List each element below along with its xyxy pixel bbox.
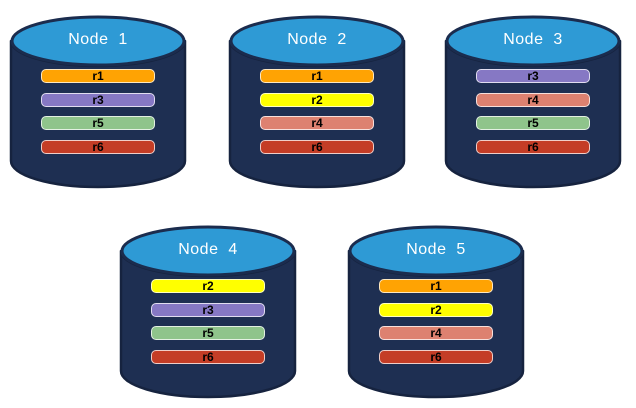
node-1: Node 1 r1 r3 r5 r6 <box>9 11 187 189</box>
partition-bar-r6: r6 <box>379 349 493 364</box>
partition-bar-r5: r5 <box>151 326 265 340</box>
node-2: Node 2 r1 r2 r4 r6 <box>228 11 406 189</box>
node-title: Node 2 <box>287 31 347 48</box>
partition-bar-r5: r5 <box>41 116 155 130</box>
partition-bar-r3: r3 <box>151 302 265 317</box>
node-5: Node 5 r1 r2 r4 r6 <box>347 221 525 399</box>
partition-bar-r1: r1 <box>260 69 374 83</box>
partition-bar-r6: r6 <box>41 139 155 154</box>
partition-bar-r4: r4 <box>260 116 374 130</box>
partition-bar-r1: r1 <box>379 279 493 293</box>
partition-bar-r4: r4 <box>379 326 493 340</box>
partition-bar-r6: r6 <box>151 349 265 364</box>
node-title: Node 4 <box>178 241 238 258</box>
partition-bar-r4: r4 <box>476 92 590 107</box>
partition-bar-r6: r6 <box>260 139 374 154</box>
partition-bar-r3: r3 <box>476 69 590 83</box>
node-3: Node 3 r3 r4 r5 r6 <box>444 11 622 189</box>
partition-list: r1 r2 r4 r6 <box>260 69 374 154</box>
partition-bar-r2: r2 <box>151 279 265 293</box>
partition-bar-r5: r5 <box>476 116 590 130</box>
node-title: Node 3 <box>503 31 563 48</box>
node-4: Node 4 r2 r3 r5 r6 <box>119 221 297 399</box>
partition-list: r3 r4 r5 r6 <box>476 69 590 154</box>
partition-list: r1 r3 r5 r6 <box>41 69 155 154</box>
partition-bar-r6: r6 <box>476 139 590 154</box>
node-title: Node 5 <box>406 241 466 258</box>
partition-bar-r2: r2 <box>379 302 493 317</box>
node-title: Node 1 <box>68 31 128 48</box>
partition-bar-r3: r3 <box>41 92 155 107</box>
partition-bar-r2: r2 <box>260 92 374 107</box>
partition-list: r2 r3 r5 r6 <box>151 279 265 364</box>
partition-bar-r1: r1 <box>41 69 155 83</box>
partition-list: r1 r2 r4 r6 <box>379 279 493 364</box>
